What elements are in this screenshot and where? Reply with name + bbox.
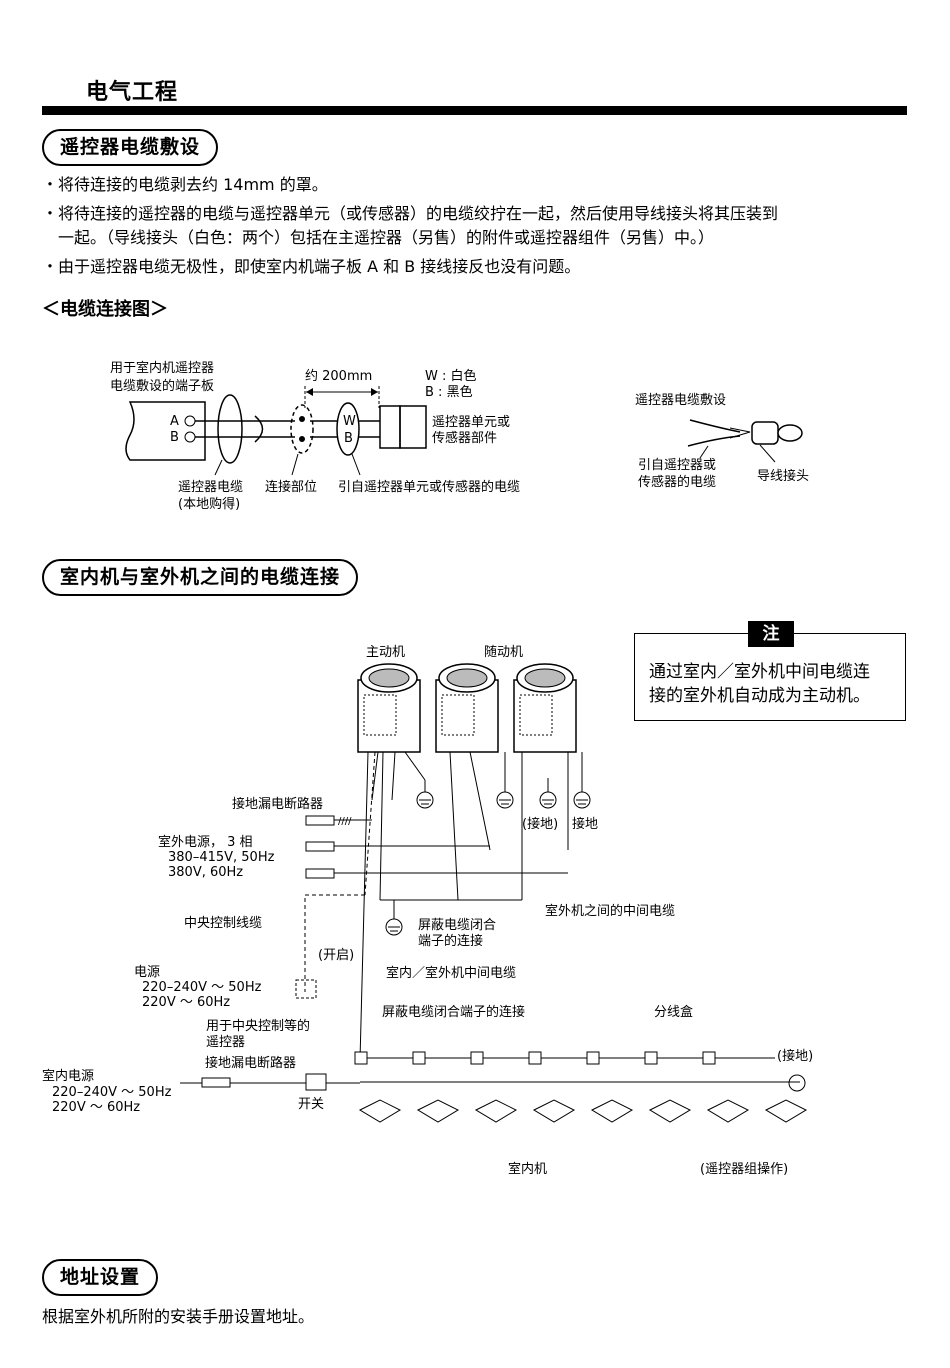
wire-w-label: W bbox=[343, 414, 356, 429]
outdoor-unit-slave-2 bbox=[513, 663, 577, 753]
unit-cable-oval bbox=[336, 402, 360, 456]
indoor-outdoor-cable-label: 室内／室外机中间电缆 bbox=[386, 965, 516, 981]
switch-label: 开关 bbox=[298, 1097, 324, 1112]
bullet-2-cont: 一起。（导线接头（白色：两个）包括在主遥控器（另售）的附件或遥控器组件（另售）中… bbox=[58, 228, 715, 247]
local-purchase-label: (本地购得) bbox=[178, 496, 240, 512]
master-unit-label: 主动机 bbox=[366, 645, 405, 660]
remote-cable-label: 遥控器电缆 bbox=[178, 479, 243, 495]
ground-label: 接地 bbox=[572, 816, 598, 832]
central-control-label: 中央控制线缆 bbox=[184, 915, 262, 931]
outdoor-voltage-2: 380V, 60Hz bbox=[168, 865, 243, 880]
side-cable-label-1: 引自遥控器或 bbox=[638, 458, 716, 473]
ground-paren-label: (接地) bbox=[522, 816, 558, 832]
header-rule bbox=[42, 106, 907, 115]
wire-b-label: B bbox=[344, 431, 353, 446]
length-label: 约 200mm bbox=[305, 369, 372, 384]
outdoor-unit-master bbox=[357, 663, 421, 753]
wiring-diagram: 主动机 随动机 接地漏电断路器 //// ( bbox=[42, 645, 813, 1177]
power-voltage-2: 220V ～ 60Hz bbox=[142, 995, 230, 1010]
terminal-board-label-2: 电缆敷设的端子板 bbox=[110, 378, 214, 394]
unit-cable-label: 引自遥控器单元或传感器的电缆 bbox=[338, 479, 520, 495]
cable-sheath bbox=[217, 394, 243, 464]
power-voltage-1: 220–240V ～ 50Hz bbox=[142, 980, 262, 995]
cable-connection-diagram: 用于室内机遥控器 电缆敷设的端子板 A B W B 约 200mm W : 白色… bbox=[110, 360, 809, 512]
address-text: 根据室外机所附的安装手册设置地址。 bbox=[42, 1307, 315, 1326]
between-outdoor-label: 室外机之间的中间电缆 bbox=[545, 903, 675, 919]
section-title-remote-cable: 遥控器电缆敷设 bbox=[42, 129, 219, 166]
b-color-label: B : 黑色 bbox=[425, 384, 473, 400]
shield-label-1: 屏蔽电缆闭合 bbox=[418, 917, 496, 933]
wire-connector-label: 导线接头 bbox=[757, 468, 809, 484]
junction-box-label: 分线盒 bbox=[654, 1004, 693, 1020]
note-line-2: 接的室外机自动成为主动机。 bbox=[649, 686, 870, 706]
indoor-voltage-1: 220–240V ～ 50Hz bbox=[52, 1085, 172, 1100]
indoor-voltage-2: 220V ～ 60Hz bbox=[52, 1100, 140, 1115]
page-title: 电气工程 bbox=[86, 80, 179, 105]
outdoor-unit-slave-1 bbox=[435, 663, 499, 753]
terminal-a-screw bbox=[184, 415, 196, 427]
indoor-elcb-label: 接地漏电断路器 bbox=[205, 1055, 296, 1071]
svg-text:////: //// bbox=[338, 816, 352, 827]
unit-label-2: 传感器部件 bbox=[432, 430, 497, 446]
terminal-b-screw bbox=[184, 431, 196, 443]
terminal-board bbox=[125, 401, 206, 461]
bullet-1: ・将待连接的电缆剥去约 14mm 的罩。 bbox=[42, 175, 328, 194]
indoor-units bbox=[358, 1099, 808, 1123]
remote-unit-box bbox=[399, 405, 427, 449]
junction-boxes bbox=[354, 1051, 716, 1065]
note-box: 注 通过室内／室外机中间电缆连 接的室外机自动成为主动机。 bbox=[634, 621, 906, 721]
outdoor-elcb-label: 接地漏电断路器 bbox=[232, 796, 323, 812]
wire-connector bbox=[751, 421, 779, 445]
shield-full-label: 屏蔽电缆闭合端子的连接 bbox=[382, 1004, 525, 1020]
section-title-indoor-outdoor: 室内机与室外机之间的电缆连接 bbox=[42, 559, 359, 596]
w-color-label: W : 白色 bbox=[425, 368, 477, 384]
note-title: 注 bbox=[748, 621, 794, 647]
unit-label-1: 遥控器单元或 bbox=[432, 415, 510, 430]
side-cable-label-2: 传感器的电缆 bbox=[638, 474, 716, 490]
terminal-b-label: B bbox=[170, 430, 179, 445]
power-label: 电源 bbox=[134, 965, 160, 980]
joint-oval bbox=[290, 404, 314, 454]
shield-label-2: 端子的连接 bbox=[418, 933, 483, 949]
indoor-power-label: 室内电源 bbox=[42, 1068, 94, 1084]
for-central-label-1: 用于中央控制等的 bbox=[206, 1018, 310, 1034]
indoor-unit-label: 室内机 bbox=[508, 1161, 547, 1177]
ground-right-label: (接地) bbox=[777, 1048, 813, 1064]
for-central-label-2: 遥控器 bbox=[206, 1035, 245, 1050]
terminal-a-label: A bbox=[170, 414, 179, 429]
outdoor-voltage-1: 380–415V, 50Hz bbox=[168, 850, 275, 865]
cable-diagram-heading: ＜电缆连接图＞ bbox=[42, 299, 168, 320]
terminal-board-label-1: 用于室内机遥控器 bbox=[110, 360, 214, 376]
slave-unit-label: 随动机 bbox=[484, 645, 523, 660]
group-op-label: (遥控器组操作) bbox=[700, 1161, 788, 1177]
open-label: (开启) bbox=[318, 948, 354, 963]
section-title-address: 地址设置 bbox=[42, 1259, 159, 1296]
bullet-3: ・由于遥控器电缆无极性，即使室内机端子板 A 和 B 接线接反也没有问题。 bbox=[42, 257, 581, 276]
joint-label: 连接部位 bbox=[265, 479, 317, 495]
note-line-1: 通过室内／室外机中间电缆连 bbox=[649, 662, 870, 682]
outdoor-power-label: 室外电源， 3 相 bbox=[158, 834, 253, 850]
bullet-2: ・将待连接的遥控器的电缆与遥控器单元（或传感器）的电缆绞拧在一起，然后使用导线接… bbox=[42, 204, 779, 223]
side-title-label: 遥控器电缆敷设 bbox=[635, 392, 726, 408]
